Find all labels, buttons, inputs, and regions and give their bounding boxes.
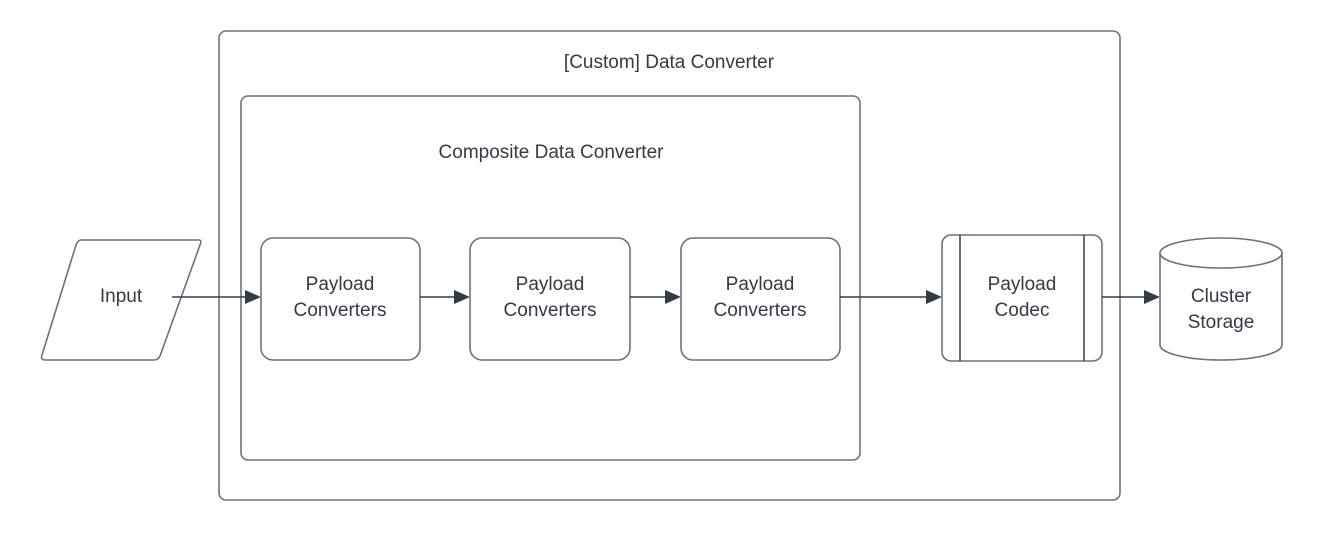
cluster-storage-top-ellipse bbox=[1159, 237, 1283, 269]
arrow-head-input-to-converter-1 bbox=[245, 290, 261, 304]
payload-converters-3-label-line-2: Converters bbox=[714, 300, 807, 321]
cluster-storage-body[interactable] bbox=[1159, 252, 1283, 361]
payload-converters-1-node[interactable] bbox=[260, 237, 421, 361]
input-node[interactable] bbox=[40, 239, 202, 361]
payload-converters-1-label-line-1: Payload bbox=[306, 274, 375, 295]
payload-codec-label-line-1: Payload bbox=[988, 274, 1057, 295]
cluster-storage-label-line-1: Cluster bbox=[1191, 286, 1252, 307]
payload-codec-label-line-2: Codec bbox=[995, 300, 1050, 321]
payload-converters-2-label-line-1: Payload bbox=[516, 274, 585, 295]
arrow-head-converter-2-to-converter-3 bbox=[665, 290, 681, 304]
arrow-head-codec-to-storage bbox=[1144, 290, 1160, 304]
payload-converters-1-label-line-2: Converters bbox=[294, 300, 387, 321]
payload-converters-2-label-line-2: Converters bbox=[504, 300, 597, 321]
custom-data-converter-title: [Custom] Data Converter bbox=[564, 52, 775, 73]
payload-converters-3-node[interactable] bbox=[680, 237, 841, 361]
composite-data-converter-title: Composite Data Converter bbox=[439, 142, 665, 163]
payload-codec-node[interactable] bbox=[941, 234, 1103, 362]
arrow-head-converter-3-to-codec bbox=[926, 290, 942, 304]
cluster-storage-label-line-2: Storage bbox=[1188, 312, 1255, 333]
payload-converters-3-label-line-1: Payload bbox=[726, 274, 795, 295]
arrow-head-converter-1-to-converter-2 bbox=[454, 290, 470, 304]
input-node-label: Input bbox=[100, 286, 143, 307]
payload-converters-2-node[interactable] bbox=[469, 237, 631, 361]
